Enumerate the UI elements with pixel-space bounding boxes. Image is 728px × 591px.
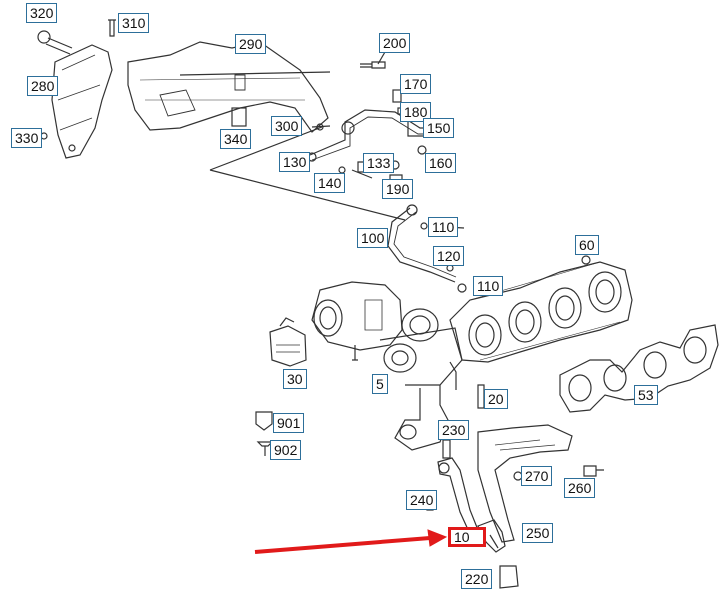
bolt-310 (108, 19, 116, 37)
callout-100[interactable]: 100 (357, 228, 389, 248)
callout-110-lower[interactable]: 110 (473, 276, 504, 296)
callout-250[interactable]: 250 (522, 523, 554, 543)
callout-280[interactable]: 280 (27, 76, 59, 96)
sensor-10 (477, 519, 506, 553)
callout-240[interactable]: 240 (406, 490, 438, 510)
callout-310[interactable]: 310 (118, 13, 150, 33)
callout-200[interactable]: 200 (379, 33, 411, 53)
part-220 (499, 565, 519, 589)
callout-170[interactable]: 170 (400, 74, 432, 94)
bracket-250 (477, 424, 573, 543)
heat-shield-290 (127, 41, 329, 133)
bolt-200 (360, 61, 386, 69)
callout-10-highlighted[interactable]: 10 (448, 527, 486, 547)
bolt-170 (392, 89, 402, 103)
bolt-320 (37, 30, 73, 55)
callout-30[interactable]: 30 (283, 369, 307, 389)
callout-190[interactable]: 190 (382, 179, 414, 199)
callout-901[interactable]: 901 (273, 413, 305, 433)
callout-53[interactable]: 53 (634, 385, 658, 405)
nut-60 (581, 255, 591, 265)
callout-20[interactable]: 20 (484, 389, 508, 409)
callout-150[interactable]: 150 (423, 118, 455, 138)
callout-260[interactable]: 260 (564, 478, 596, 498)
callout-60[interactable]: 60 (575, 235, 599, 255)
callout-220[interactable]: 220 (461, 569, 493, 589)
callout-320[interactable]: 320 (26, 3, 58, 23)
gasket-53 (559, 324, 719, 413)
heat-shield-280 (51, 44, 113, 159)
bolt-230 (442, 439, 451, 459)
oil-pipe-100 (387, 207, 456, 283)
callout-110-upper[interactable]: 110 (428, 217, 459, 237)
callout-5[interactable]: 5 (372, 374, 388, 394)
callout-133[interactable]: 133 (363, 153, 395, 173)
callout-290[interactable]: 290 (235, 34, 267, 54)
callout-270[interactable]: 270 (521, 466, 553, 486)
bolt-260 (583, 465, 604, 477)
callout-902[interactable]: 902 (270, 440, 302, 460)
seal-160 (417, 145, 427, 155)
clip-340 (231, 107, 247, 127)
callout-300[interactable]: 300 (271, 116, 303, 136)
callout-160[interactable]: 160 (425, 153, 457, 173)
turbocharger-5 (311, 281, 463, 451)
callout-130[interactable]: 130 (279, 152, 311, 172)
highlight-arrow (254, 529, 448, 554)
callout-140[interactable]: 140 (314, 173, 346, 193)
callout-230[interactable]: 230 (438, 420, 470, 440)
callout-330[interactable]: 330 (11, 128, 43, 148)
exhaust-manifold (449, 261, 633, 363)
callout-180[interactable]: 180 (400, 102, 432, 122)
part-902 (256, 441, 274, 456)
callout-340[interactable]: 340 (220, 129, 252, 149)
actuator-30 (269, 317, 307, 367)
pipe-240 (437, 457, 479, 535)
part-901 (255, 411, 273, 431)
oil-pipe-130 (309, 109, 448, 156)
callout-120[interactable]: 120 (433, 246, 465, 266)
